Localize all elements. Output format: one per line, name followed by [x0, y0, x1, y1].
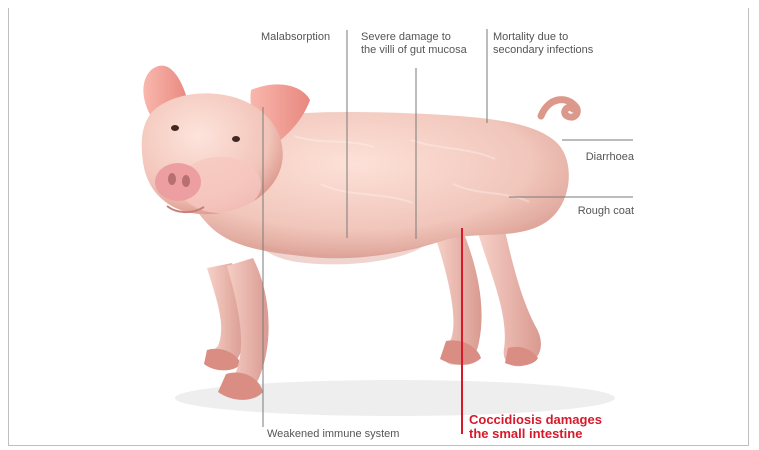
coccidiosis-label: Coccidiosis damages the small intestine: [469, 413, 602, 441]
pig-left-eye: [171, 125, 179, 131]
diagram-frame: Malabsorption Severe damage to the villi…: [8, 8, 749, 446]
pig-nostril-left: [168, 173, 176, 185]
diarrhoea-label: Diarrhoea: [576, 151, 634, 164]
malabsorption-label: Malabsorption: [261, 31, 330, 44]
pig-nostril-right: [182, 175, 190, 187]
villi-damage-label: Severe damage to the villi of gut mucosa: [361, 31, 467, 57]
pig-tail: [541, 100, 577, 118]
pig-rear-leg-back: [478, 222, 541, 366]
pig-right-eye: [232, 136, 240, 142]
immune-system-label: Weakened immune system: [267, 428, 399, 441]
pig-snout: [155, 163, 201, 201]
rough-coat-label: Rough coat: [569, 205, 634, 218]
mortality-label: Mortality due to secondary infections: [493, 31, 593, 57]
pig-illustration: [142, 66, 615, 416]
pig-diagram-svg: [9, 8, 750, 446]
